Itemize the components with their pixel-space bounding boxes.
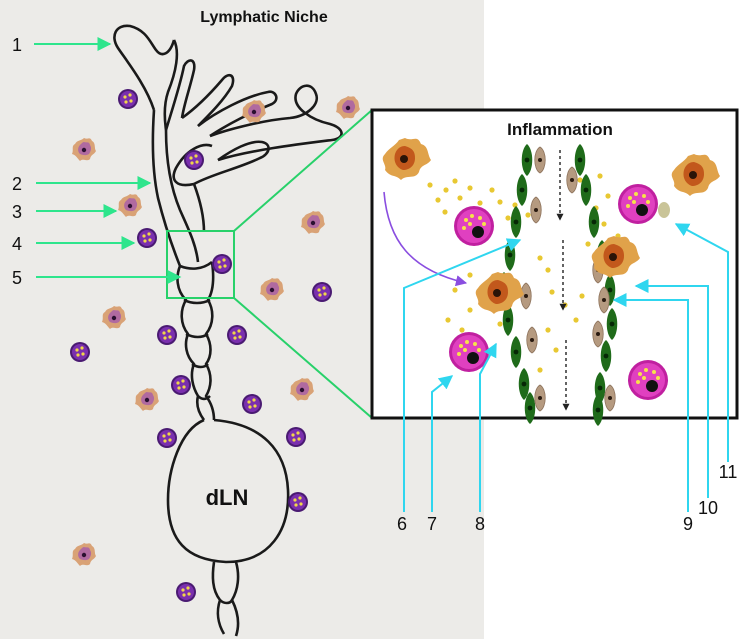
migration-arrow <box>383 191 468 287</box>
callout-10: 10 <box>698 498 718 518</box>
monocyte-icon <box>184 150 204 170</box>
pericyte-icon <box>604 384 616 412</box>
pericyte-icon <box>526 326 538 354</box>
pericyte-icon <box>530 196 542 224</box>
monocyte-icon <box>137 228 157 248</box>
monocyte-icon <box>242 394 262 414</box>
inset-title: Inflammation <box>507 120 613 139</box>
callout-5: 5 <box>12 268 22 288</box>
pericyte-icon <box>598 286 610 314</box>
callout-6: 6 <box>397 514 407 534</box>
macrophage-icon <box>449 332 489 372</box>
monocyte-icon <box>171 375 191 395</box>
callout-3: 3 <box>12 202 22 222</box>
monocyte-icon <box>288 492 308 512</box>
macrophage-icon <box>628 360 668 400</box>
callout-9: 9 <box>683 514 693 534</box>
antigen-particles <box>427 173 621 373</box>
callout-7: 7 <box>427 514 437 534</box>
lymphatic-vessel-tree <box>113 24 343 637</box>
monocyte-icon <box>176 582 196 602</box>
callout-4: 4 <box>12 234 22 254</box>
monocyte-icon <box>157 325 177 345</box>
phagocytic-cup <box>658 202 670 218</box>
cyan-callout-arrows <box>403 223 729 512</box>
zoom-indicator <box>166 109 373 419</box>
pericyte-icon <box>566 166 578 194</box>
monocyte-icon <box>212 254 232 274</box>
macrophage-icon <box>618 184 658 224</box>
green-callout-arrows <box>34 37 182 284</box>
callout-11: 11 <box>719 462 738 482</box>
macrophage-icon <box>454 206 494 246</box>
pericyte-icon <box>534 146 546 174</box>
monocyte-icon <box>286 427 306 447</box>
inset-macrophages <box>449 184 670 400</box>
left-panel-title: Lymphatic Niche <box>200 9 328 26</box>
callout-8: 8 <box>475 514 485 534</box>
pericyte-icon <box>592 320 604 348</box>
pericyte-icon <box>534 384 546 412</box>
lymph-node-label: dLN <box>206 485 249 510</box>
monocyte-icon <box>157 428 177 448</box>
monocyte-icon <box>118 89 138 109</box>
monocyte-icon <box>227 325 247 345</box>
pericyte-icon <box>520 282 532 310</box>
callout-1: 1 <box>12 35 22 55</box>
inflammation-inset <box>370 108 739 420</box>
callout-2: 2 <box>12 174 22 194</box>
monocyte-icon <box>312 282 332 302</box>
monocyte-icon <box>70 342 90 362</box>
